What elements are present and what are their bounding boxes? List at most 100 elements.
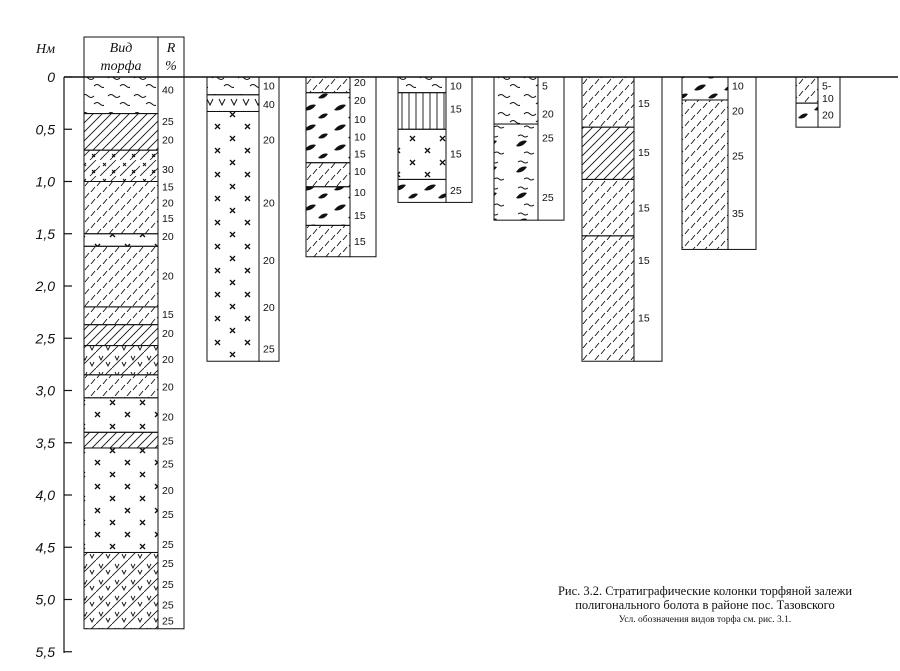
r-value-label: 25 (162, 509, 174, 521)
r-value-label: 10 (450, 80, 462, 92)
peat-layer-hatch (581, 126, 635, 180)
r-value-label: 15 (638, 147, 650, 159)
peat-layer-cross (83, 233, 159, 247)
r-value-cell (258, 76, 280, 362)
caption-main: Рис. 3.2. Стратиграфические колонки торф… (557, 584, 853, 612)
peat-layer-wave (397, 76, 447, 94)
peat-layer-dash (581, 178, 635, 237)
r-value-cell (445, 76, 473, 203)
depth-tick-label: 1,0 (36, 174, 56, 190)
r-value-label: 5 (542, 80, 548, 92)
peat-layer-hatch (83, 324, 159, 347)
r-value-label: 15 (354, 236, 366, 248)
r-value-label: 25 (542, 192, 554, 204)
peat-layer-hatch (83, 431, 159, 449)
r-value-label: 15 (450, 148, 462, 160)
peat-layer-cross (206, 110, 260, 362)
r-value-label: 20 (162, 271, 174, 283)
caption-legend-note: Усл. обозначения видов торфа см. рис. 3.… (618, 615, 792, 625)
depth-tick-label: 1,5 (36, 226, 56, 242)
r-value-label: 25 (162, 615, 174, 627)
r-value-label: 25 (162, 558, 174, 570)
r-value-label: 25 (542, 133, 554, 145)
r-value-label: 20 (162, 328, 174, 340)
r-value-label: 15 (450, 103, 462, 115)
r-value-label: 20 (822, 110, 834, 122)
r-value-cell (537, 76, 565, 221)
r-value-label: 20 (263, 135, 275, 147)
r-value-label: 5- (822, 80, 832, 92)
r-value-label: 15 (638, 312, 650, 324)
r-value-label: 15 (638, 98, 650, 110)
r-value-label: 40 (263, 99, 275, 111)
peat-layer-dash (581, 235, 635, 362)
depth-tick-label: 0 (47, 69, 55, 85)
r-value-label: 10 (354, 187, 366, 199)
r-value-label: 20 (263, 197, 275, 209)
header-peat-type-line1: Вид (110, 41, 133, 56)
r-value-label: 15 (354, 210, 366, 222)
r-value-label: 10 (354, 132, 366, 144)
r-value-label: 20 (162, 381, 174, 393)
r-value-label: 20 (162, 485, 174, 497)
r-value-label: 20 (162, 231, 174, 243)
depth-tick-label: 0,5 (36, 121, 56, 137)
r-value-label: 20 (263, 302, 275, 314)
peat-layer-cross (83, 447, 159, 553)
r-value-label: 10 (263, 80, 275, 92)
depth-tick-label: 3,5 (36, 435, 56, 451)
peat-layer-leaf (397, 178, 447, 203)
peat-layer-cross (83, 397, 159, 433)
depth-tick-label: 5,5 (36, 644, 56, 660)
r-value-label: 20 (162, 354, 174, 366)
r-value-label: 25 (162, 436, 174, 448)
peat-layer-dash (305, 162, 351, 188)
r-value-label: 25 (162, 539, 174, 551)
stratigraphic-column-8: 5-10 20 (795, 76, 841, 128)
r-value-label: 20 (162, 412, 174, 424)
r-value-label: 10 (354, 166, 366, 178)
r-value-label: 20 (354, 77, 366, 89)
r-value-cell (817, 76, 841, 128)
header-r-line1: R (166, 41, 176, 56)
peat-layer-check-hatch (83, 551, 159, 630)
r-value-label: 20 (162, 135, 174, 147)
r-value-label: 15 (162, 182, 174, 194)
r-value-label: 25 (162, 116, 174, 128)
peat-layer-vertical (397, 92, 447, 130)
peat-layer-wave (206, 76, 260, 96)
peat-layer-dash (305, 224, 351, 258)
depth-ticks: 00,51,01,52,02,53,03,54,04,55,05,5 (35, 69, 72, 660)
peat-layer-check-hatch (83, 345, 159, 376)
r-value-label: 35 (732, 208, 744, 220)
peat-layer-cross-hatch (83, 149, 159, 182)
depth-tick-label: 2,5 (35, 330, 56, 346)
r-value-label: 10 (822, 93, 834, 105)
header-r-line2: % (165, 59, 177, 74)
stratigraphic-column-6: 15 15 15 15 15 (581, 76, 663, 362)
r-value-label: 20 (732, 105, 744, 117)
depth-tick-label: 4,5 (36, 539, 56, 555)
r-value-cell (727, 76, 757, 250)
r-value-label: 15 (162, 309, 174, 321)
r-value-label: 15 (638, 255, 650, 267)
figure-caption: Рис. 3.2. Стратиграфические колонки торф… (520, 584, 890, 626)
peat-layer-dash (305, 76, 351, 94)
r-value-label: 25 (162, 459, 174, 471)
r-value-label: 10 (354, 114, 366, 126)
r-value-label: 15 (638, 203, 650, 215)
r-value-label: 25 (162, 579, 174, 591)
r-value-label: 25 (162, 600, 174, 612)
r-value-label: 25 (732, 150, 744, 162)
peat-layer-hatch (83, 113, 159, 151)
peat-layer-leaf (305, 92, 351, 164)
peat-layer-v (206, 94, 260, 112)
depth-tick-label: 3,0 (36, 383, 56, 399)
peat-layer-leafwave (493, 123, 539, 221)
peat-layer-dash (83, 245, 159, 308)
r-value-label: 20 (354, 95, 366, 107)
